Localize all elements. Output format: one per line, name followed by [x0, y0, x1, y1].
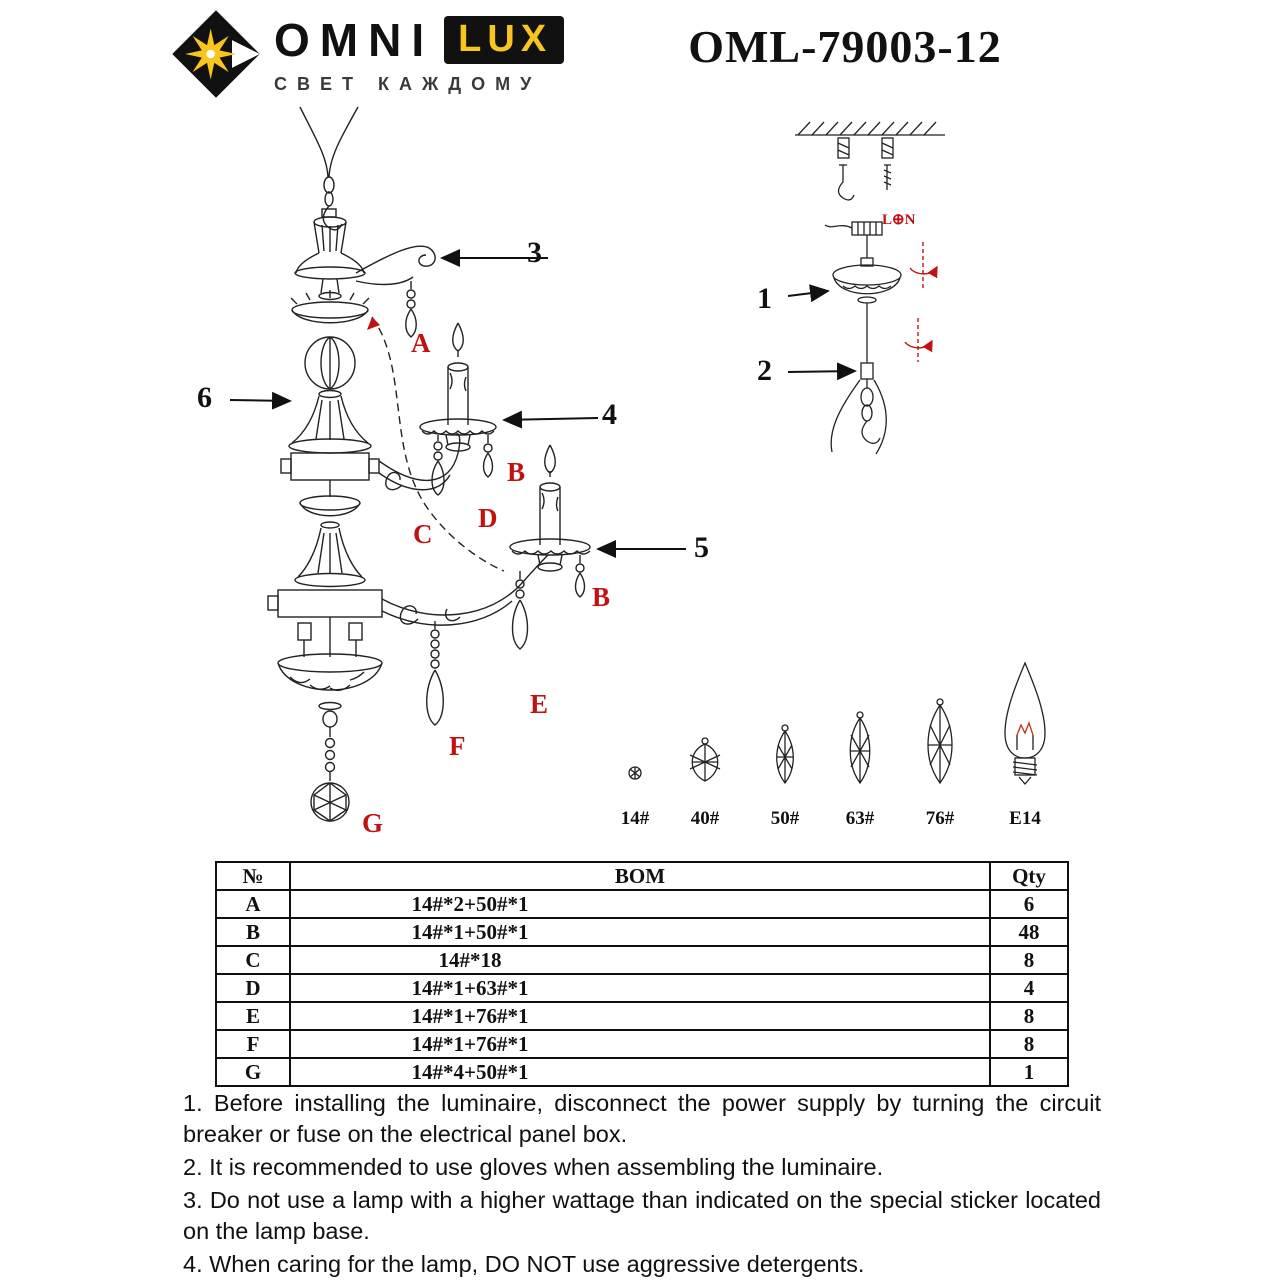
cell-qty: 6: [989, 889, 1069, 919]
callout-1: 1: [757, 282, 772, 315]
instruction-3: 3. Do not use a lamp with a higher watta…: [183, 1187, 1101, 1245]
crystal-legend-icons: [628, 661, 1046, 785]
cell-qty: 1: [989, 1057, 1069, 1087]
table-header-row: № BOM Qty: [215, 861, 1069, 891]
part-label-e: E: [530, 689, 549, 719]
legend-label-14: 14#: [620, 808, 650, 829]
header-bom: BOM: [289, 861, 991, 891]
cell-no: G: [215, 1057, 291, 1087]
cell-qty: 8: [989, 1029, 1069, 1059]
table-row: D 14#*1+63#*1 4: [215, 973, 1069, 1003]
ceiling-mount-diagram: [787, 121, 945, 455]
cell-bom: 14#*2+50#*1: [289, 889, 991, 919]
cell-no: C: [215, 945, 291, 975]
cell-no: F: [215, 1029, 291, 1059]
part-label-b1: B: [507, 457, 526, 487]
cell-bom: 14#*1+63#*1: [289, 973, 991, 1003]
callout-2: 2: [757, 354, 772, 387]
cell-bom: 14#*1+50#*1: [289, 917, 991, 947]
header-qty: Qty: [989, 861, 1069, 891]
cell-bom: 14#*1+76#*1: [289, 1029, 991, 1059]
instruction-4: 4. When caring for the lamp, DO NOT use …: [183, 1251, 865, 1278]
header-no: №: [215, 861, 291, 891]
model-number: OML-79003-12: [688, 21, 1002, 72]
table-row: B 14#*1+50#*1 48: [215, 917, 1069, 947]
cell-bom: 14#*18: [289, 945, 991, 975]
instruction-2: 2. It is recommended to use gloves when …: [183, 1154, 884, 1181]
callout-5: 5: [694, 531, 709, 564]
cell-bom: 14#*4+50#*1: [289, 1057, 991, 1087]
cell-no: B: [215, 917, 291, 947]
table-row: F 14#*1+76#*1 8: [215, 1029, 1069, 1059]
omnilux-diamond-icon: [172, 10, 260, 98]
cell-bom: 14#*1+76#*1: [289, 1001, 991, 1031]
cell-no: D: [215, 973, 291, 1003]
part-label-c: C: [413, 519, 433, 549]
brand-name: OMNI: [274, 14, 435, 66]
callout-6: 6: [197, 381, 212, 414]
callout-3: 3: [527, 236, 542, 269]
brand-subtitle: СВЕТ КАЖДОМУ: [274, 74, 542, 94]
callout-4: 4: [602, 398, 617, 431]
part-label-a: A: [411, 328, 431, 358]
part-label-b2: B: [592, 582, 611, 612]
installation-instructions: 1. Before installing the luminaire, disc…: [183, 1088, 1101, 1280]
cell-qty: 8: [989, 945, 1069, 975]
wiring-ln-label: L⊕N: [882, 212, 916, 228]
legend-label-76: 76#: [925, 808, 955, 829]
legend-label-e14: E14: [1009, 808, 1041, 829]
brand-logo: OMNI LUX СВЕТ КАЖДОМУ: [168, 6, 565, 102]
cell-no: A: [215, 889, 291, 919]
brand-accent: LUX: [444, 16, 565, 64]
cell-qty: 4: [989, 973, 1069, 1003]
part-label-d: D: [478, 503, 498, 533]
bom-table: № BOM Qty A 14#*2+50#*1 6 B 14#*1+50#*1 …: [215, 861, 1069, 1087]
legend-label-40: 40#: [690, 808, 720, 829]
cell-qty: 8: [989, 1001, 1069, 1031]
chandelier-diagram: [229, 106, 686, 822]
part-label-g: G: [362, 808, 384, 838]
instruction-1: 1. Before installing the luminaire, disc…: [183, 1090, 1101, 1148]
legend-label-50: 50#: [770, 808, 800, 829]
table-row: A 14#*2+50#*1 6: [215, 889, 1069, 919]
cell-qty: 48: [989, 917, 1069, 947]
table-row: E 14#*1+76#*1 8: [215, 1001, 1069, 1031]
table-row: G 14#*4+50#*1 1: [215, 1057, 1069, 1087]
table-row: C 14#*18 8: [215, 945, 1069, 975]
legend-label-63: 63#: [845, 808, 875, 829]
cell-no: E: [215, 1001, 291, 1031]
part-label-f: F: [449, 731, 466, 761]
